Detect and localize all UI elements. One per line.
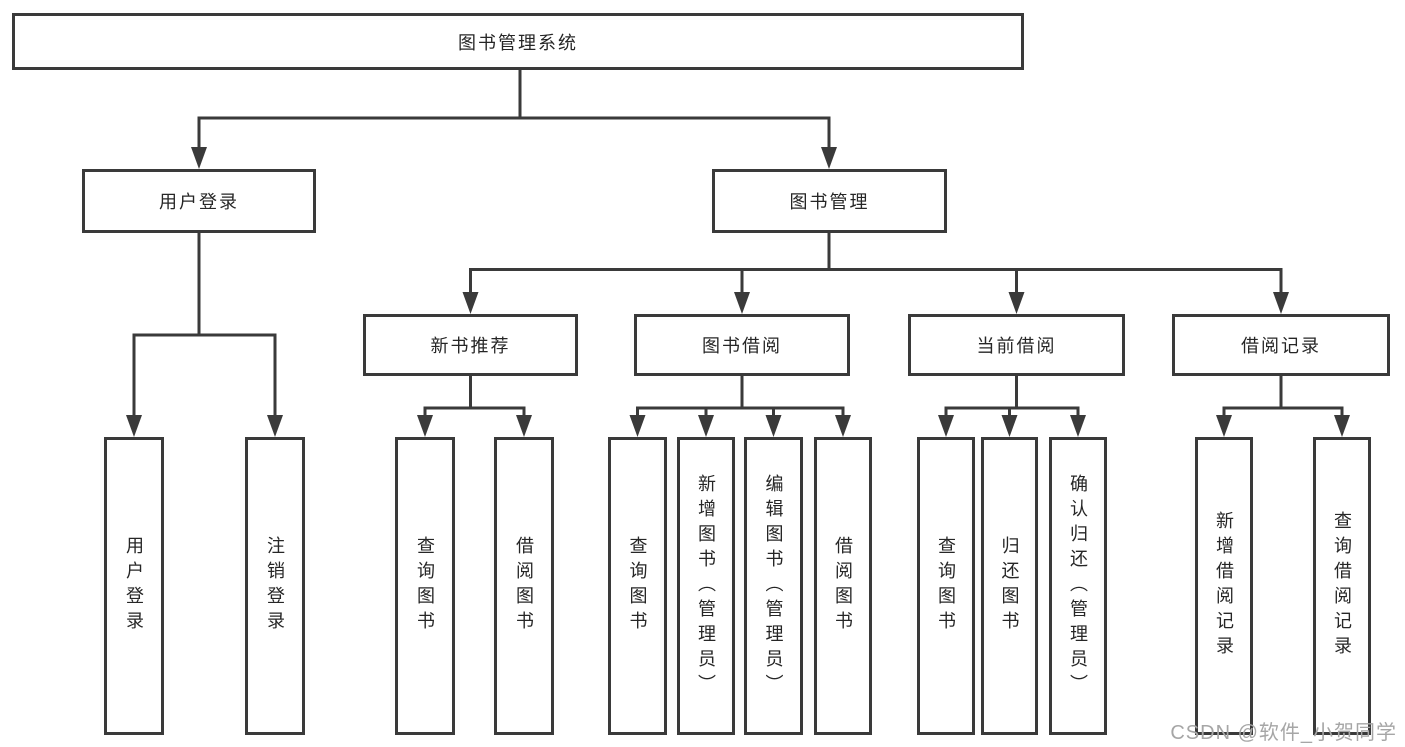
node-bb-add: 新增图书（管理员） [677, 437, 735, 735]
arrowhead-new-book-rec [462, 292, 479, 314]
node-ul-logout-label: 注销登录 [265, 536, 285, 636]
node-user-login-label: 用户登录 [159, 192, 239, 212]
node-bb-borrow: 借阅图书 [814, 437, 872, 735]
arrowhead-bb-edit [765, 415, 782, 437]
node-book-borrow-label: 图书借阅 [702, 336, 782, 356]
connector-new-book-rec-to-leaves [417, 376, 532, 437]
node-book-borrow: 图书借阅 [634, 314, 850, 376]
arrowhead-borrow-records [1273, 292, 1289, 314]
connector-current-borrow-to-leaves [938, 376, 1086, 437]
node-new-book-rec-label: 新书推荐 [430, 336, 511, 356]
node-current-borrow: 当前借阅 [908, 314, 1125, 376]
arrowhead-book-mgmt [821, 147, 837, 169]
node-book-mgmt-label: 图书管理 [789, 192, 870, 212]
node-cb-confirm-label: 确认归还（管理员） [1068, 473, 1088, 699]
arrowhead-nb-query [417, 415, 433, 437]
node-br-add-label: 新增借阅记录 [1214, 511, 1234, 661]
arrowhead-user-login [191, 147, 207, 169]
node-bb-edit-label: 编辑图书（管理员） [763, 473, 784, 699]
node-br-query: 查询借阅记录 [1313, 437, 1371, 735]
node-bb-edit: 编辑图书（管理员） [744, 437, 803, 735]
node-br-add: 新增借阅记录 [1195, 437, 1253, 735]
arrowhead-br-add [1216, 415, 1232, 437]
arrowhead-cb-return [1001, 415, 1018, 437]
arrowhead-bb-add [698, 415, 714, 437]
node-current-borrow-label: 当前借阅 [976, 336, 1057, 356]
arrowhead-cb-confirm [1070, 415, 1086, 437]
arrowhead-ul-login [126, 415, 142, 437]
arrowhead-bb-query [629, 415, 646, 437]
node-nb-query: 查询图书 [395, 437, 455, 735]
node-borrow-records-label: 借阅记录 [1241, 336, 1321, 356]
arrowhead-ul-logout [267, 415, 283, 437]
node-bb-add-label: 新增图书（管理员） [696, 473, 716, 699]
node-borrow-records: 借阅记录 [1172, 314, 1390, 376]
node-cb-query: 查询图书 [917, 437, 975, 735]
node-cb-return-label: 归还图书 [999, 536, 1020, 636]
arrowhead-br-query [1334, 415, 1350, 437]
arrowhead-current-borrow [1008, 292, 1025, 314]
arrowhead-nb-borrow [516, 415, 532, 437]
node-new-book-rec: 新书推荐 [363, 314, 578, 376]
arrowhead-bb-borrow [835, 415, 851, 437]
node-root: 图书管理系统 [12, 13, 1024, 70]
node-cb-confirm: 确认归还（管理员） [1049, 437, 1107, 735]
arrowhead-book-borrow [734, 292, 750, 314]
node-cb-query-label: 查询图书 [936, 536, 956, 636]
connector-book-borrow-to-leaves [629, 376, 851, 437]
node-ul-logout: 注销登录 [245, 437, 305, 735]
node-cb-return: 归还图书 [981, 437, 1038, 735]
node-nb-borrow-label: 借阅图书 [514, 536, 534, 636]
node-br-query-label: 查询借阅记录 [1332, 511, 1352, 661]
connector-root-to-level2 [191, 70, 837, 169]
connector-borrow-records-to-leaves [1216, 376, 1350, 437]
node-nb-borrow: 借阅图书 [494, 437, 554, 735]
node-bb-query-label: 查询图书 [627, 536, 648, 636]
arrowhead-cb-query [938, 415, 954, 437]
node-user-login: 用户登录 [82, 169, 316, 233]
node-bb-borrow-label: 借阅图书 [833, 536, 853, 636]
node-bb-query: 查询图书 [608, 437, 667, 735]
node-ul-login: 用户登录 [104, 437, 164, 735]
node-root-label: 图书管理系统 [458, 32, 578, 53]
watermark: CSDN @软件_小贺同学 [1170, 722, 1397, 744]
node-ul-login-label: 用户登录 [124, 536, 144, 636]
connector-book-mgmt-to-level3 [462, 233, 1289, 314]
node-nb-query-label: 查询图书 [415, 536, 435, 636]
connector-user-login-to-leaves [126, 233, 283, 437]
node-book-mgmt: 图书管理 [712, 169, 947, 233]
